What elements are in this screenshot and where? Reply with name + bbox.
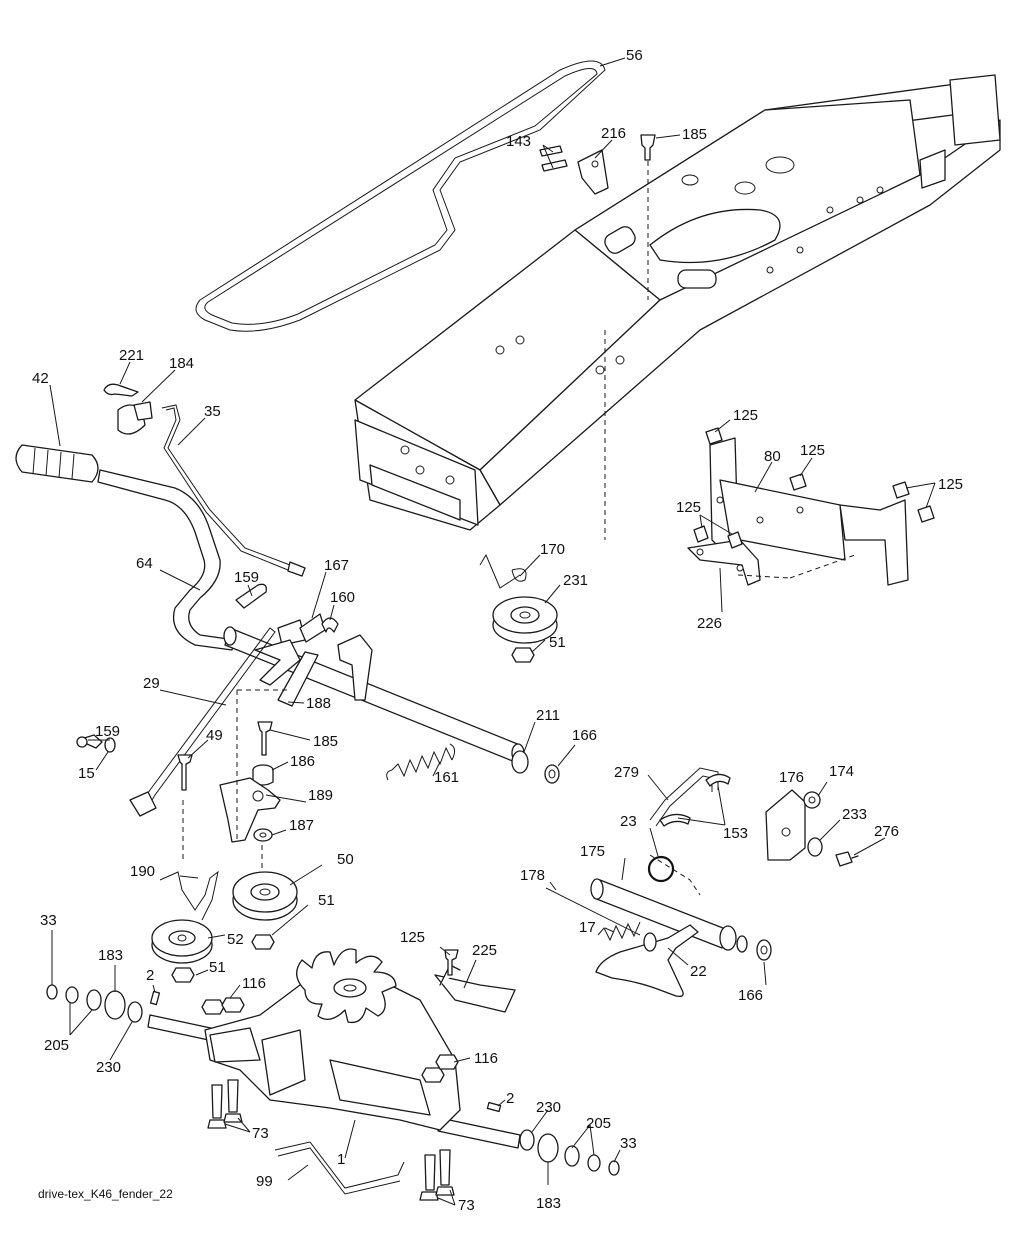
callout-189: 189 — [308, 787, 333, 804]
callout-170: 170 — [540, 541, 565, 558]
callout-64: 64 — [136, 555, 153, 572]
callout-184: 184 — [169, 355, 194, 372]
callout-167: 167 — [324, 557, 349, 574]
callout-22: 22 — [690, 963, 707, 980]
callout-159-left: 159 — [95, 723, 120, 740]
callout-52: 52 — [227, 931, 244, 948]
leader-lines — [49, 57, 936, 1206]
callout-1: 1 — [337, 1151, 345, 1168]
pedal-assembly-right — [545, 767, 859, 998]
chassis-frame — [354, 74, 1001, 540]
callout-231: 231 — [563, 572, 588, 589]
callout-205-right: 205 — [586, 1115, 611, 1132]
callout-226: 226 — [697, 615, 722, 632]
transaxle-assembly — [46, 948, 620, 1201]
callout-183-right: 183 — [536, 1195, 561, 1212]
callout-188: 188 — [306, 695, 331, 712]
spring-and-bushings — [386, 743, 560, 784]
callout-125-c: 125 — [938, 476, 963, 493]
callout-279: 279 — [614, 764, 639, 781]
callout-143: 143 — [506, 133, 531, 150]
callout-17: 17 — [579, 919, 596, 936]
callout-186: 186 — [290, 753, 315, 770]
callout-190: 190 — [130, 863, 155, 880]
diagram-caption: drive-tex_K46_fender_22 — [38, 1187, 173, 1201]
callout-187: 187 — [289, 817, 314, 834]
callout-276: 276 — [874, 823, 899, 840]
top-left-parts — [15, 134, 656, 577]
callout-56: 56 — [626, 47, 643, 64]
callout-175: 175 — [580, 843, 605, 860]
bracket-225 — [434, 949, 516, 1013]
callout-166-top: 166 — [572, 727, 597, 744]
callout-176: 176 — [779, 769, 804, 786]
callout-80: 80 — [764, 448, 781, 465]
callout-166-bottom: 166 — [738, 987, 763, 1004]
pulley-top — [479, 553, 558, 663]
callout-221: 221 — [119, 347, 144, 364]
callout-50: 50 — [337, 851, 354, 868]
callout-116-left: 116 — [242, 975, 266, 992]
callout-174: 174 — [829, 763, 854, 780]
callout-225: 225 — [472, 942, 497, 959]
callout-42: 42 — [32, 370, 49, 387]
callout-51-mid: 51 — [318, 892, 335, 909]
callout-211: 211 — [536, 707, 560, 724]
callout-178: 178 — [520, 867, 545, 884]
callout-230-left: 230 — [96, 1059, 121, 1076]
callout-73-left: 73 — [252, 1125, 269, 1142]
callout-23: 23 — [620, 813, 637, 830]
callout-160: 160 — [330, 589, 355, 606]
callout-33-right: 33 — [620, 1135, 637, 1152]
callout-73-right: 73 — [458, 1197, 475, 1214]
callout-15: 15 — [78, 765, 95, 782]
callout-29: 29 — [143, 675, 160, 692]
callout-216: 216 — [601, 125, 626, 142]
callout-183-left: 183 — [98, 947, 123, 964]
callout-125-e: 125 — [400, 929, 425, 946]
callout-125-a: 125 — [733, 407, 758, 424]
callout-205-left: 205 — [44, 1037, 69, 1054]
callout-33-left: 33 — [40, 912, 57, 929]
callout-49: 49 — [206, 727, 223, 744]
callout-35: 35 — [204, 403, 221, 420]
callout-2-right: 2 — [506, 1090, 514, 1107]
callout-159-top: 159 — [234, 569, 259, 586]
callout-125-d: 125 — [676, 499, 701, 516]
mounting-bracket-right — [687, 427, 935, 586]
callout-161: 161 — [434, 769, 459, 786]
callout-233: 233 — [842, 806, 867, 823]
callout-230-right: 230 — [536, 1099, 561, 1116]
callout-116-right: 116 — [474, 1050, 498, 1067]
callout-185-mid: 185 — [313, 733, 338, 750]
callout-labels: 56 143 216 185 221 184 42 35 125 80 125 … — [32, 47, 963, 1214]
callout-153: 153 — [723, 825, 748, 842]
callout-185-top: 185 — [682, 126, 707, 143]
callout-99: 99 — [256, 1173, 273, 1190]
callout-2-left: 2 — [146, 967, 154, 984]
callout-125-b: 125 — [800, 442, 825, 459]
pulleys-left — [151, 870, 298, 983]
drive-belt — [195, 60, 606, 332]
callout-51-low: 51 — [209, 959, 226, 976]
callout-51-top: 51 — [549, 634, 566, 651]
